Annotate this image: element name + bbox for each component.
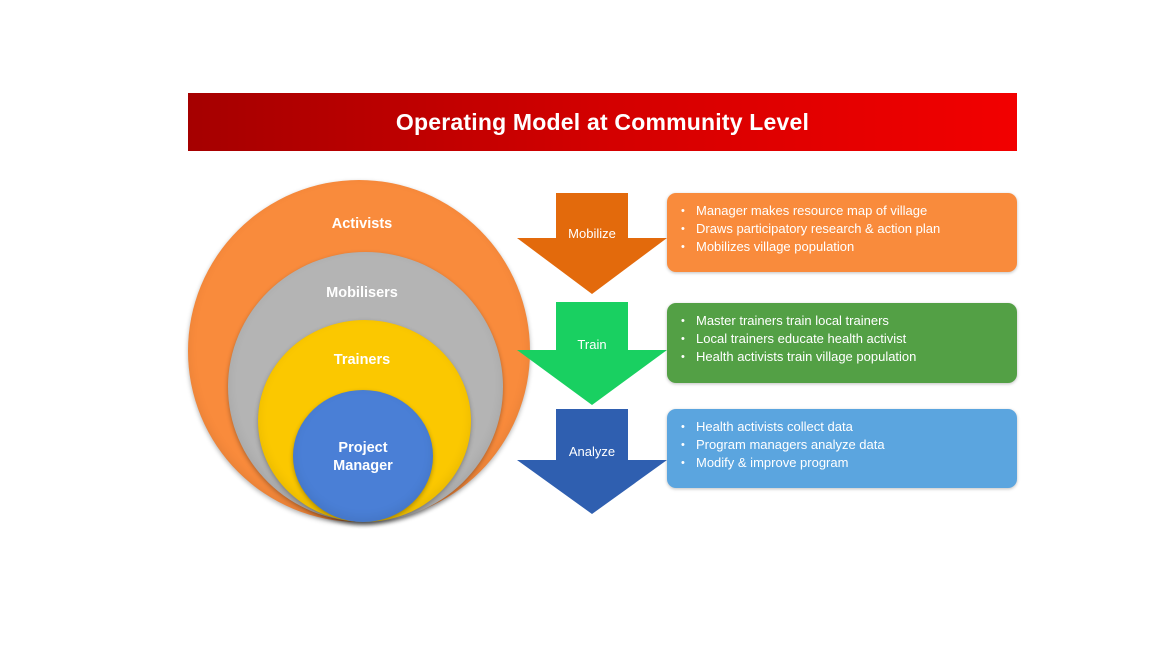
ring-label-mobilisers: Mobilisers (326, 285, 398, 301)
arrow-mobilize (517, 193, 667, 294)
bullet-item: Local trainers educate health activist (677, 330, 1007, 348)
train-info-box: Master trainers train local trainers Loc… (667, 303, 1017, 383)
ring-label-project-manager: Project Manager (293, 439, 433, 475)
mobilize-info-box: Manager makes resource map of village Dr… (667, 193, 1017, 272)
arrow-train (517, 302, 667, 405)
ring-label-manager: Manager (333, 458, 393, 474)
train-bullet-list: Master trainers train local trainers Loc… (677, 312, 1007, 366)
bullet-item: Manager makes resource map of village (677, 202, 1007, 220)
arrow-label-train: Train (577, 337, 607, 352)
bullet-item: Mobilizes village population (677, 238, 1007, 256)
bullet-item: Program managers analyze data (677, 436, 1007, 454)
bullet-item: Master trainers train local trainers (677, 312, 1007, 330)
bullet-item: Modify & improve program (677, 454, 1007, 472)
ring-label-activists: Activists (331, 216, 393, 232)
ring-label-project: Project (338, 440, 388, 456)
ring-label-trainers: Trainers (333, 352, 391, 368)
diagram-title: Operating Model at Community Level (395, 108, 810, 135)
analyze-info-box: Health activists collect data Program ma… (667, 409, 1017, 488)
analyze-bullet-list: Health activists collect data Program ma… (677, 418, 1007, 472)
ring-project-manager (293, 390, 433, 522)
bullet-item: Health activists train village populatio… (677, 348, 1007, 366)
bullet-item: Draws participatory research & action pl… (677, 220, 1007, 238)
bullet-item: Health activists collect data (677, 418, 1007, 436)
mobilize-bullet-list: Manager makes resource map of village Dr… (677, 202, 1007, 256)
arrow-label-mobilize: Mobilize (568, 226, 616, 241)
title-banner: Operating Model at Community Level (188, 93, 1017, 151)
arrow-analyze (517, 409, 667, 514)
arrow-label-analyze: Analyze (568, 444, 616, 459)
